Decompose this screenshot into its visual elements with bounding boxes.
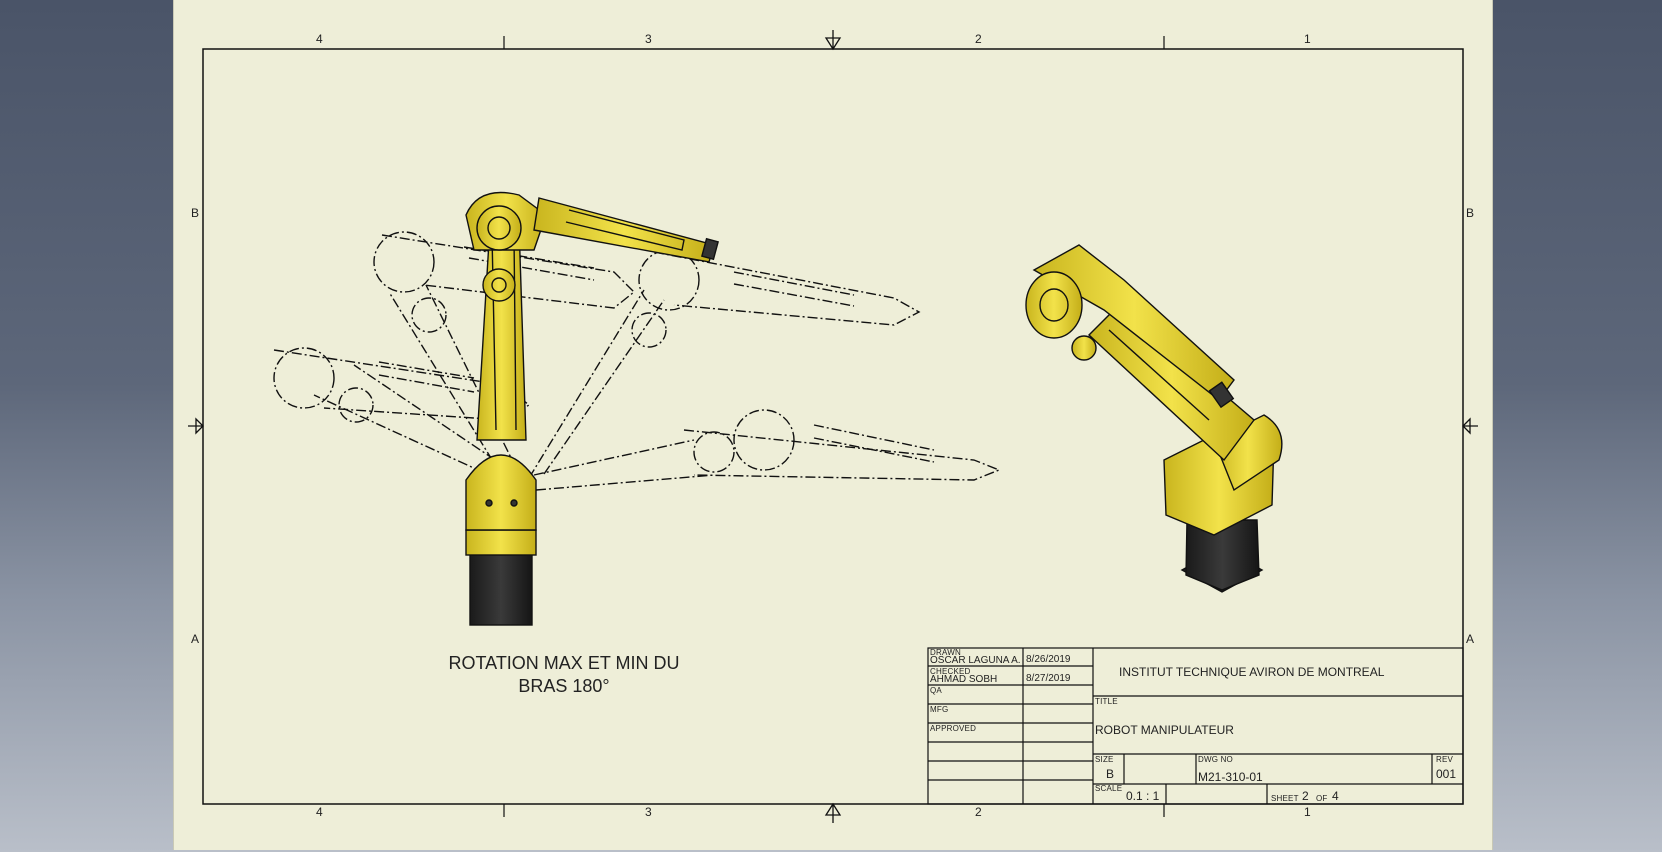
tb-scale: 0.1 : 1 — [1126, 789, 1160, 803]
tb-sheet-no: 2 — [1302, 789, 1309, 803]
tb-sheet-total: 4 — [1332, 789, 1339, 803]
tb-scale-label: SCALE — [1095, 784, 1123, 793]
tb-checked-date: 8/27/2019 — [1026, 673, 1071, 684]
zone-col-3-bottom: 3 — [645, 805, 652, 819]
zone-ticks — [503, 36, 1165, 817]
caption-line-2: BRAS 180° — [518, 676, 610, 696]
tb-approved-label: APPROVED — [930, 724, 977, 733]
tb-mfg-label: MFG — [930, 705, 949, 714]
view-caption: ROTATION MAX ET MIN DU BRAS 180° — [404, 652, 724, 698]
robot-iso-view — [1025, 244, 1283, 593]
tb-checked-name: AHMAD SOBH — [930, 674, 998, 685]
zone-row-a-right: A — [1466, 632, 1475, 646]
tb-qa-label: QA — [930, 686, 942, 695]
phantom-arm-positions — [273, 231, 1001, 491]
zone-col-2-top: 2 — [975, 32, 982, 46]
zone-col-2-bottom: 2 — [975, 805, 982, 819]
tb-title-label: TITLE — [1095, 697, 1118, 706]
zone-col-4-top: 4 — [316, 32, 323, 46]
tb-sheet-label: SHEET — [1271, 794, 1299, 803]
zone-col-3-top: 3 — [645, 32, 652, 46]
tb-size-label: SIZE — [1095, 755, 1114, 764]
tb-size: B — [1106, 767, 1115, 781]
zone-col-1-bottom: 1 — [1304, 805, 1311, 819]
zone-col-1-top: 1 — [1304, 32, 1311, 46]
zone-col-4-bottom: 4 — [316, 805, 323, 819]
tb-company: INSTITUT TECHNIQUE AVIRON DE MONTREAL — [1119, 665, 1385, 679]
zone-row-a-left: A — [191, 632, 200, 646]
title-block-grid — [927, 647, 1464, 805]
tb-rev-label: REV — [1436, 755, 1454, 764]
tb-dwg-no: M21-310-01 — [1198, 770, 1263, 784]
drawing-sheet: 4 3 2 1 4 3 2 1 B A B A ROTATION MAX ET … — [173, 0, 1493, 850]
zone-row-b-right: B — [1466, 206, 1475, 220]
tb-dwg-label: DWG NO — [1198, 755, 1233, 764]
tb-checked-label: CHECKED — [930, 667, 971, 676]
tb-drawn-name: OSCAR LAGUNA A. — [930, 655, 1021, 666]
zone-row-b-left: B — [191, 206, 200, 220]
center-marks — [188, 30, 1478, 823]
tb-rev: 001 — [1436, 767, 1457, 781]
tb-drawn-date: 8/26/2019 — [1026, 654, 1071, 665]
tb-drawn-label: DRAWN — [930, 648, 961, 657]
tb-of-label: OF — [1316, 794, 1328, 803]
tb-title: ROBOT MANIPULATEUR — [1095, 723, 1234, 737]
drawing-canvas — [188, 30, 1478, 823]
caption-line-1: ROTATION MAX ET MIN DU — [448, 653, 680, 673]
robot-front-view — [465, 191, 719, 626]
